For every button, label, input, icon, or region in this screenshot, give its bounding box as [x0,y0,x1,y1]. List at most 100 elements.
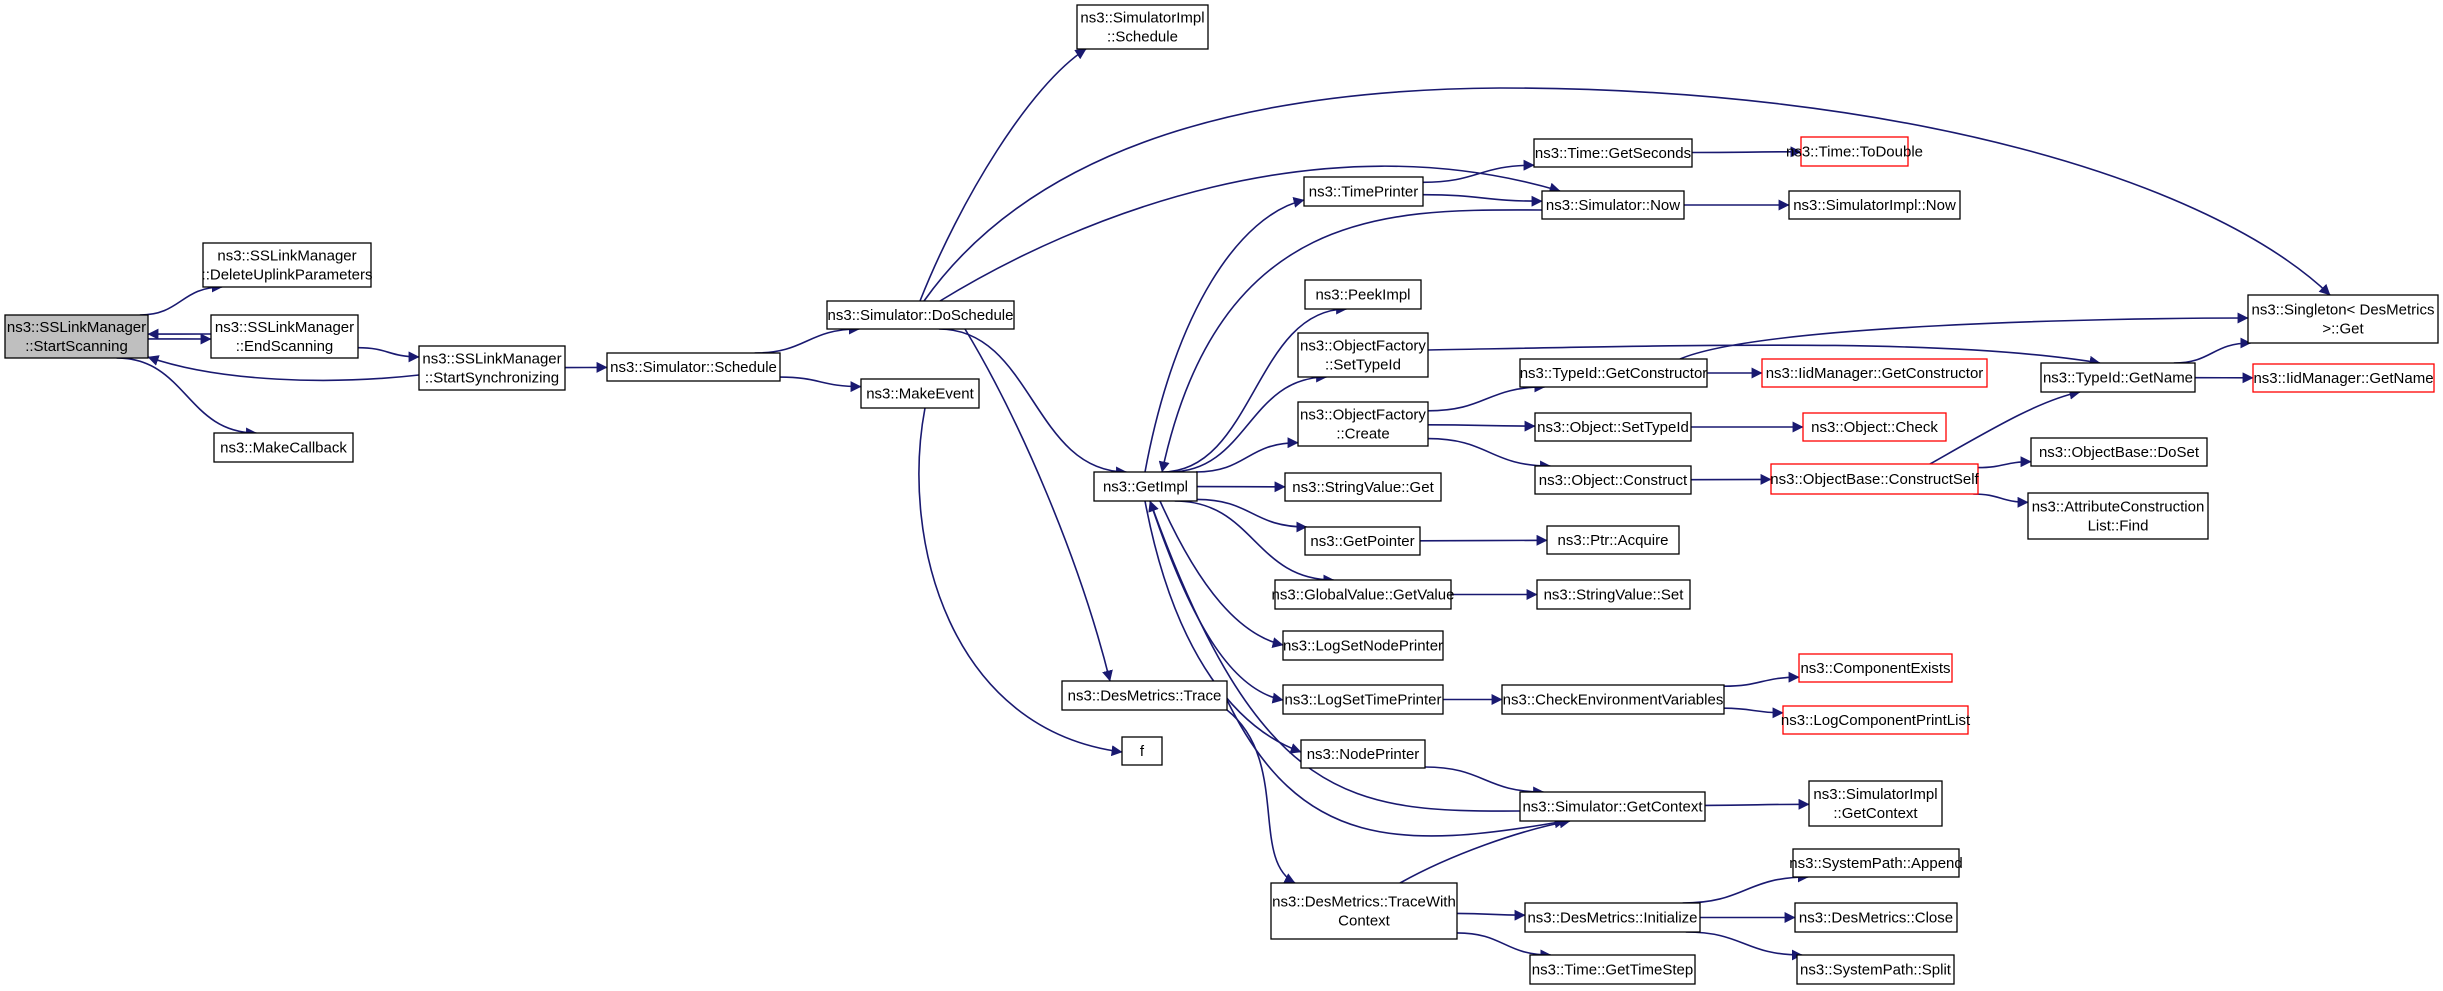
node-globalvalue-getvalue[interactable]: ns3::GlobalValue::GetValue [1272,579,1455,610]
node-iidmanager-getname[interactable]: ns3::IidManager::GetName [2252,363,2435,393]
node-time-gettimestep[interactable]: ns3::Time::GetTimeStep [1529,954,1696,985]
edge-make_event-to-f [918,407,1123,757]
edge-get_impl-to-of_settypeid [1169,371,1328,473]
node-get-pointer[interactable]: ns3::GetPointer [1304,526,1421,556]
node-stringvalue-set[interactable]: ns3::StringValue::Set [1536,579,1691,610]
node-label: ::EndScanning [236,338,334,355]
node-peek-impl[interactable]: ns3::PeekImpl [1304,279,1422,310]
node-box [1770,463,1979,495]
node-simimpl-getcontext[interactable]: ns3::SimulatorImpl::GetContext [1808,780,1943,827]
node-box [1121,736,1163,766]
node-objectbase-constructself[interactable]: ns3::ObjectBase::ConstructSelf [1770,463,1980,495]
node-iidmanager-getconstructor[interactable]: ns3::IidManager::GetConstructor [1761,358,1988,388]
node-label: ns3::SSLinkManager [215,319,354,336]
edge-get_impl-to-log_set_node_printer [1159,500,1284,648]
node-get-impl[interactable]: ns3::GetImpl [1093,471,1198,502]
node-box [1800,136,1909,167]
node-time-todouble[interactable]: ns3::Time::ToDouble [1786,136,1923,167]
node-singleton-get[interactable]: ns3::Singleton< DesMetrics >::Get [2247,294,2439,344]
node-object-construct[interactable]: ns3::Object::Construct [1534,465,1692,495]
edge-objectbase_constructself-to-typeid_getname [1929,388,2081,465]
node-typeid-getconstructor[interactable]: ns3::TypeId::GetConstructor [1519,358,1708,388]
node-box [1274,579,1452,610]
node-simimpl-schedule[interactable]: ns3::SimulatorImpl::Schedule [1076,4,1209,50]
node-box [1533,138,1693,168]
node-box [1782,705,1969,735]
node-label: ns3::NodePrinter [1307,746,1420,763]
node-log-set-time-printer[interactable]: ns3::LogSetTimePrinter [1282,684,1444,715]
node-label: ns3::Object::SetTypeId [1537,419,1689,436]
node-simulator-now[interactable]: ns3::Simulator::Now [1541,190,1685,220]
edge-start_scanning-to-make_callback [116,357,258,439]
node-box [1788,190,1961,220]
node-object-settypeid[interactable]: ns3::Object::SetTypeId [1534,412,1692,442]
node-object-check[interactable]: ns3::Object::Check [1802,412,1947,442]
node-label: ::SetTypeId [1325,357,1401,374]
edge-des_initialize-to-systempath_split [1685,931,1803,961]
node-box [826,300,1015,330]
node-label: ns3::DesMetrics::Trace [1068,688,1222,705]
node-label: ::Schedule [1107,29,1178,46]
node-label: ns3::DesMetrics::Close [1799,910,1953,927]
node-box [202,242,372,288]
node-box [1061,680,1228,711]
node-of-settypeid[interactable]: ns3::ObjectFactory::SetTypeId [1297,332,1429,378]
node-box [2030,437,2208,467]
node-log-component-print-list[interactable]: ns3::LogComponentPrintList [1781,705,1971,735]
node-des-trace[interactable]: ns3::DesMetrics::Trace [1061,680,1228,711]
node-des-initialize[interactable]: ns3::DesMetrics::Initialize [1524,902,1701,933]
node-objectbase-doset[interactable]: ns3::ObjectBase::DoSet [2030,437,2208,467]
node-systempath-split[interactable]: ns3::SystemPath::Split [1796,954,1955,985]
node-f[interactable]: f [1121,736,1163,766]
node-des-close[interactable]: ns3::DesMetrics::Close [1794,902,1958,933]
node-box [1808,780,1943,827]
nodes-layer: ns3::SSLinkManager::StartScanningns3::SS… [4,4,2439,985]
node-start-sync[interactable]: ns3::SSLinkManager::StartSynchronizing [418,345,566,391]
node-label: ns3::TypeId::GetName [2043,370,2193,387]
node-label: ns3::PeekImpl [1315,287,1410,304]
node-time-getseconds[interactable]: ns3::Time::GetSeconds [1533,138,1693,168]
node-of-create[interactable]: ns3::ObjectFactory::Create [1297,401,1429,447]
node-box [1534,412,1692,442]
node-box [1501,684,1725,715]
node-check-env-vars[interactable]: ns3::CheckEnvironmentVariables [1501,684,1725,715]
node-systempath-append[interactable]: ns3::SystemPath::Append [1789,848,1963,878]
node-label: ns3::Object::Construct [1539,472,1688,489]
node-box [1300,739,1426,769]
node-end-scanning[interactable]: ns3::SSLinkManager::EndScanning [210,314,359,359]
node-stringvalue-get[interactable]: ns3::StringValue::Get [1284,472,1442,502]
node-sim-doschedule[interactable]: ns3::Simulator::DoSchedule [826,300,1015,330]
node-label: ns3::Time::GetTimeStep [1532,962,1693,979]
node-label: ns3::GetImpl [1103,479,1188,496]
node-node-printer[interactable]: ns3::NodePrinter [1300,739,1426,769]
node-label: ns3::Simulator::DoSchedule [828,307,1014,324]
node-label: ::StartSynchronizing [425,370,559,387]
node-sim-getcontext[interactable]: ns3::Simulator::GetContext [1519,791,1706,822]
node-simimpl-now[interactable]: ns3::SimulatorImpl::Now [1788,190,1961,220]
edge-typeid_getname-to-singleton_get [2173,337,2252,364]
node-make-callback[interactable]: ns3::MakeCallback [213,432,354,463]
node-label: ns3::IidManager::GetConstructor [1766,365,1984,382]
node-box [2252,363,2435,393]
edge-trace_with_context-to-time_gettimestep [1456,932,1552,961]
node-ptr-acquire[interactable]: ns3::Ptr::Acquire [1546,525,1680,555]
node-make-event[interactable]: ns3::MakeEvent [860,378,980,409]
node-label: ns3::SystemPath::Append [1789,855,1962,872]
node-label: ns3::DesMetrics::Initialize [1527,910,1697,927]
node-label: ns3::Simulator::GetContext [1522,799,1703,816]
edge-sim_schedule-to-make_event [779,376,862,393]
node-start-scanning[interactable]: ns3::SSLinkManager::StartScanning [4,314,149,359]
node-sim-schedule[interactable]: ns3::Simulator::Schedule [606,352,781,382]
node-delete-uplink[interactable]: ns3::SSLinkManager::DeleteUplinkParamete… [202,242,373,288]
edge-node_printer-to-sim_getcontext [1424,766,1545,798]
edge-get_impl-to-get_pointer [1196,498,1308,533]
node-label: ns3::SimulatorImpl [1080,10,1204,27]
node-typeid-getname[interactable]: ns3::TypeId::GetName [2040,362,2196,393]
node-component-exists[interactable]: ns3::ComponentExists [1798,653,1953,683]
node-time-printer[interactable]: ns3::TimePrinter [1303,176,1424,207]
node-label: ns3::StringValue::Get [1292,479,1434,496]
node-log-set-node-printer[interactable]: ns3::LogSetNodePrinter [1282,630,1444,661]
